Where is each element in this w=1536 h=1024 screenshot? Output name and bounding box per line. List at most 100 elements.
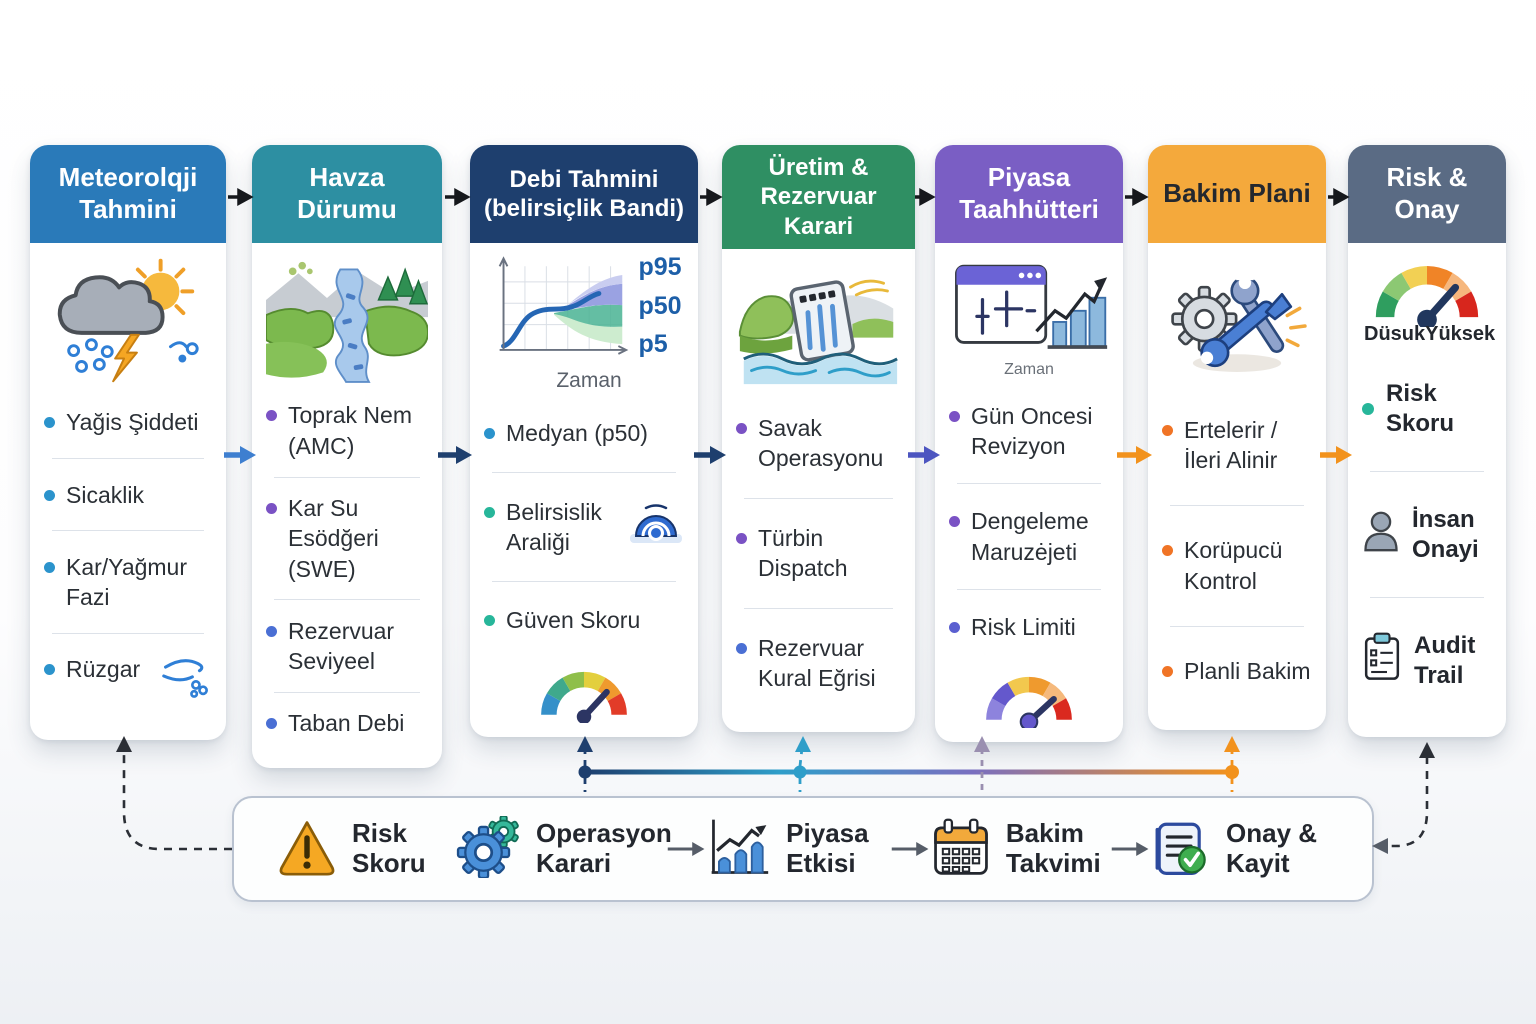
list-item: Yağis Şiddeti: [44, 401, 212, 443]
list-item: Belirsislik Araliği: [484, 491, 684, 564]
card-title: Debi Tahmini (belirsiçlik Bandi): [483, 165, 685, 222]
card-header-uretim: Üretim & Rezervuar Karari: [722, 145, 915, 249]
feedback-loop-right: [1378, 756, 1429, 848]
bullet-dot: [736, 533, 747, 545]
bullet-dot: [266, 502, 277, 514]
bullet-label: Kar/Yağmur Fazi: [66, 553, 188, 611]
market-chart-illustration: [949, 251, 1109, 363]
card-header-meteoroloji: Meteorolqji Tahmini: [30, 145, 226, 243]
band-label-p95: p95: [638, 253, 682, 281]
audit-clipboard-icon: [1362, 632, 1402, 690]
approval-document-icon: [1150, 817, 1212, 882]
bullet-label: Yağis Şiddeti: [66, 409, 199, 436]
gears-icon: [456, 814, 522, 883]
card-title: Risk & Onay: [1386, 162, 1468, 224]
divider: [274, 691, 420, 693]
card-title: Üretim & Rezervuar Karari: [760, 154, 877, 240]
list-item: İnsan Onayi: [1362, 497, 1492, 573]
card-meteoroloji-tahmini: Meteorolqji Tahmini: [30, 145, 226, 740]
person-icon: [1362, 510, 1400, 560]
bar-item-label: Onay & Kayit: [1226, 818, 1318, 878]
bullet-label: İnsan Onayi: [1412, 505, 1479, 563]
bar-item-label: Bakim Takvimi: [1005, 818, 1101, 878]
gauge-label-high: Yüksek: [1425, 323, 1496, 345]
feedback-loop-left: [122, 748, 232, 851]
divider: [52, 530, 204, 532]
feedback-arrowheads: [577, 736, 1240, 752]
bullet-label: Korüpucü Kontrol: [1184, 537, 1283, 594]
list-item: Risk Limiti: [949, 606, 1109, 648]
divider: [492, 580, 676, 582]
card-title: Havza Dürumu: [297, 162, 397, 224]
bar-arrow-icon: [891, 842, 929, 856]
card-bakim-plani: Bakim Plani: [1148, 145, 1326, 730]
card-debi-tahmini: Debi Tahmini (belirsiçlik Bandi): [470, 145, 698, 737]
bullet-label: Rüzgar: [66, 656, 141, 683]
bar-arrow-icon: [667, 842, 705, 856]
bar-chart-icon: [706, 816, 772, 883]
list-item: Korüpucü Kontrol: [1162, 529, 1312, 602]
bullet-dot: [1362, 402, 1374, 415]
bullet-dot: [44, 489, 55, 501]
list-item: Audit Trail: [1362, 623, 1492, 699]
divider: [744, 607, 893, 609]
list-item: Toprak Nem (AMC): [266, 394, 428, 467]
card-header-debi: Debi Tahmini (belirsiçlik Bandi): [470, 145, 698, 243]
list-item: Rezervuar Seviyeel: [266, 610, 428, 683]
watershed-illustration: [266, 251, 428, 385]
uncertainty-band-icon: [628, 500, 684, 553]
bar-item-operasyon-karari: Operasyon Karari: [456, 814, 672, 883]
bullet-label: Rezervuar Seviyeel: [288, 617, 395, 675]
bullet-dot: [736, 643, 747, 655]
card-piyasa-taahhutleri: Piyasa Taahhütteri: [935, 145, 1123, 742]
list-item: Dengeleme Maruzėjeti: [949, 500, 1109, 573]
divider: [52, 458, 204, 460]
uretim-bullet-list: Savak Operasyonu Türbin Dispatch Rezervu…: [736, 389, 901, 718]
bullet-dot: [1162, 424, 1173, 436]
feedback-loop-right-up-arrowhead: [1419, 742, 1435, 758]
bullet-label: Risk Limiti: [971, 613, 1076, 640]
confidence-gauge: [484, 659, 684, 723]
divider: [744, 497, 893, 499]
band-label-p5: p5: [638, 330, 668, 358]
divider: [52, 632, 204, 634]
bullet-dot: [1162, 545, 1173, 557]
list-item: Medyan (p50): [484, 412, 684, 454]
chart-xlabel: Zaman: [556, 369, 622, 392]
card-title: Bakim Plani: [1163, 178, 1311, 209]
bullet-label: Taban Debi: [288, 710, 405, 737]
calendar-icon: [930, 817, 992, 882]
spillway-illustration: [736, 257, 901, 389]
bar-item-label: Piyasa Etkisi: [786, 818, 869, 878]
warning-triangle-icon: [276, 818, 338, 881]
bullet-dot: [949, 516, 960, 528]
divider: [492, 472, 676, 474]
risk-gauge: [1362, 251, 1492, 327]
maintenance-illustration: [1162, 251, 1312, 385]
card-title: Piyasa Taahhütteri: [959, 162, 1099, 224]
card-risk-onay: Risk & Onay Düsuk: [1348, 145, 1506, 737]
card-header-piyasa: Piyasa Taahhütteri: [935, 145, 1123, 243]
bullet-dot: [266, 625, 277, 637]
bullet-label: Türbin Dispatch: [758, 525, 848, 582]
watershed-river-icon: [266, 261, 428, 383]
bullet-label: Savak Operasyonu: [758, 414, 884, 472]
gauge-label-low: Düsuk: [1364, 323, 1426, 345]
band-labels: p95 p50 p5: [638, 251, 681, 373]
card-header-bakim: Bakim Plani: [1148, 145, 1326, 243]
list-item: Planli Bakim: [1162, 650, 1312, 692]
bullet-label: Rezervuar Kural Eğrisi: [758, 635, 876, 692]
risk-limit-gauge: [949, 664, 1109, 728]
uncertainty-fan-chart: [499, 256, 629, 355]
bar-item-risk-skoru: Risk Skoru: [276, 818, 456, 881]
gauge-labels: Düsuk Yüksek: [1362, 323, 1496, 346]
list-item: Kar Su Esödğeri (SWE): [266, 487, 428, 590]
feedback-loop-right-left-arrowhead: [1372, 838, 1388, 854]
bullet-dot: [44, 664, 55, 676]
card-uretim-rezervuar: Üretim & Rezervuar Karari: [722, 145, 915, 732]
bullet-label: Sicaklik: [66, 481, 144, 508]
list-item: Türbin Dispatch: [736, 517, 901, 590]
dam-spillway-icon: [738, 279, 898, 384]
illustration-caption: Zaman: [1004, 361, 1054, 378]
